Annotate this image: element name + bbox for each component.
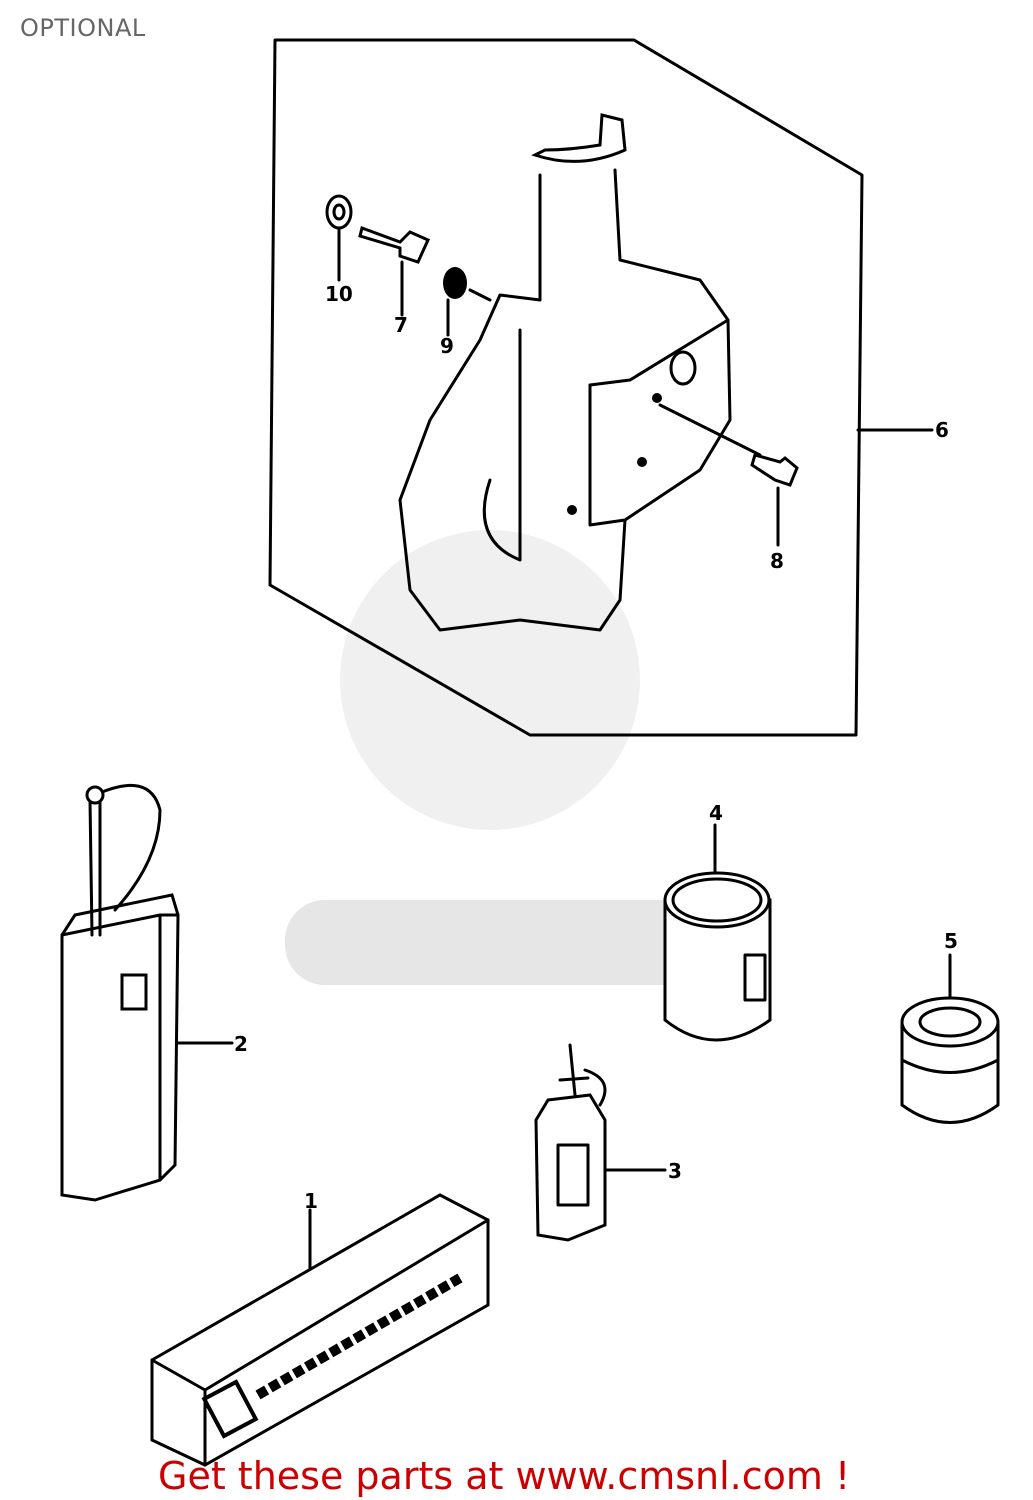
callout-7: 7 bbox=[394, 313, 408, 337]
callout-2: 2 bbox=[234, 1032, 248, 1056]
callout-9: 9 bbox=[440, 334, 454, 358]
cmsnl-watermark bbox=[285, 530, 705, 985]
screw-part-8[interactable] bbox=[750, 453, 799, 487]
callout-3: 3 bbox=[668, 1159, 682, 1183]
cmsnl-link[interactable]: Get these parts at www.cmsnl.com ! bbox=[158, 1454, 851, 1498]
bond-box-part-1[interactable] bbox=[150, 1193, 490, 1467]
small-can-part-5[interactable] bbox=[900, 996, 1000, 1124]
oil-bottle-part-3[interactable] bbox=[534, 1043, 607, 1242]
diagram-title: OPTIONAL bbox=[20, 14, 146, 42]
callout-4: 4 bbox=[709, 801, 723, 825]
callout-1: 1 bbox=[304, 1189, 318, 1213]
washer-part-10[interactable] bbox=[325, 194, 353, 230]
grease-can-part-4[interactable] bbox=[663, 871, 772, 1042]
leader-lines bbox=[170, 228, 952, 1272]
oil-tank-part[interactable] bbox=[398, 113, 732, 632]
callout-8: 8 bbox=[770, 549, 784, 573]
callout-5: 5 bbox=[944, 929, 958, 953]
callout-6: 6 bbox=[935, 418, 949, 442]
grommet-part-9[interactable] bbox=[443, 267, 467, 299]
callout-10: 10 bbox=[325, 282, 353, 306]
bolt-part-7[interactable] bbox=[358, 226, 430, 264]
kit-outline-box bbox=[268, 38, 864, 737]
battery-tester-part-2[interactable] bbox=[60, 783, 180, 1202]
